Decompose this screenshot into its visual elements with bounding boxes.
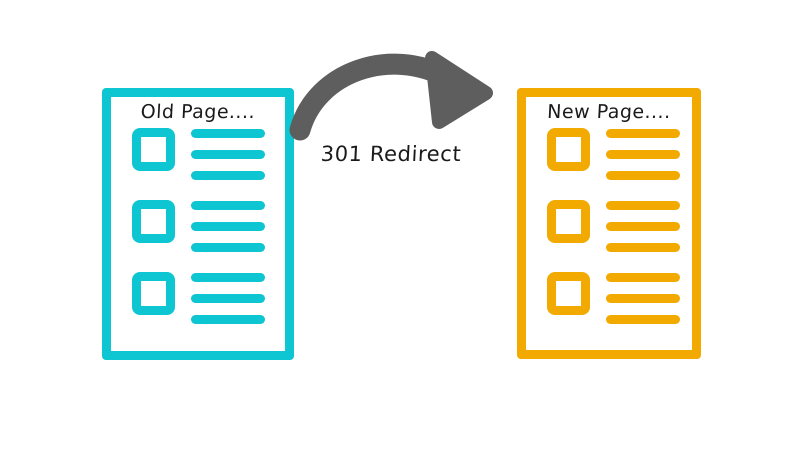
- list-item: [526, 128, 692, 190]
- text-line: [191, 201, 265, 210]
- new-page-card: New Page....: [517, 88, 701, 359]
- text-line: [191, 315, 265, 324]
- text-line: [191, 222, 265, 231]
- list-item: [111, 200, 285, 262]
- old-page-card: Old Page....: [102, 88, 294, 360]
- text-line: [606, 222, 680, 231]
- square-placeholder-icon: [547, 200, 590, 243]
- square-placeholder-icon: [132, 128, 175, 171]
- text-line: [191, 243, 265, 252]
- list-item: [111, 128, 285, 190]
- redirect-label: 301 Redirect: [320, 142, 462, 166]
- text-line: [191, 294, 265, 303]
- square-placeholder-icon: [132, 200, 175, 243]
- text-line: [606, 273, 680, 282]
- text-line: [606, 201, 680, 210]
- text-line: [606, 294, 680, 303]
- text-line: [606, 243, 680, 252]
- curved-arrow-right-icon: [289, 51, 493, 141]
- text-line: [191, 129, 265, 138]
- text-lines: [606, 201, 680, 252]
- text-lines: [606, 129, 680, 180]
- new-page-rows: [526, 128, 692, 334]
- list-item: [526, 200, 692, 262]
- list-item: [111, 272, 285, 334]
- old-page-title: Old Page....: [140, 101, 256, 123]
- square-placeholder-icon: [547, 128, 590, 171]
- text-line: [191, 150, 265, 159]
- text-lines: [191, 201, 265, 252]
- text-lines: [191, 273, 265, 324]
- text-line: [191, 273, 265, 282]
- text-line: [606, 150, 680, 159]
- text-line: [191, 171, 265, 180]
- text-line: [606, 129, 680, 138]
- text-lines: [606, 273, 680, 324]
- old-page-rows: [111, 128, 285, 334]
- text-line: [606, 315, 680, 324]
- square-placeholder-icon: [132, 272, 175, 315]
- text-line: [606, 171, 680, 180]
- square-placeholder-icon: [547, 272, 590, 315]
- new-page-title: New Page....: [546, 101, 672, 123]
- text-lines: [191, 129, 265, 180]
- list-item: [526, 272, 692, 334]
